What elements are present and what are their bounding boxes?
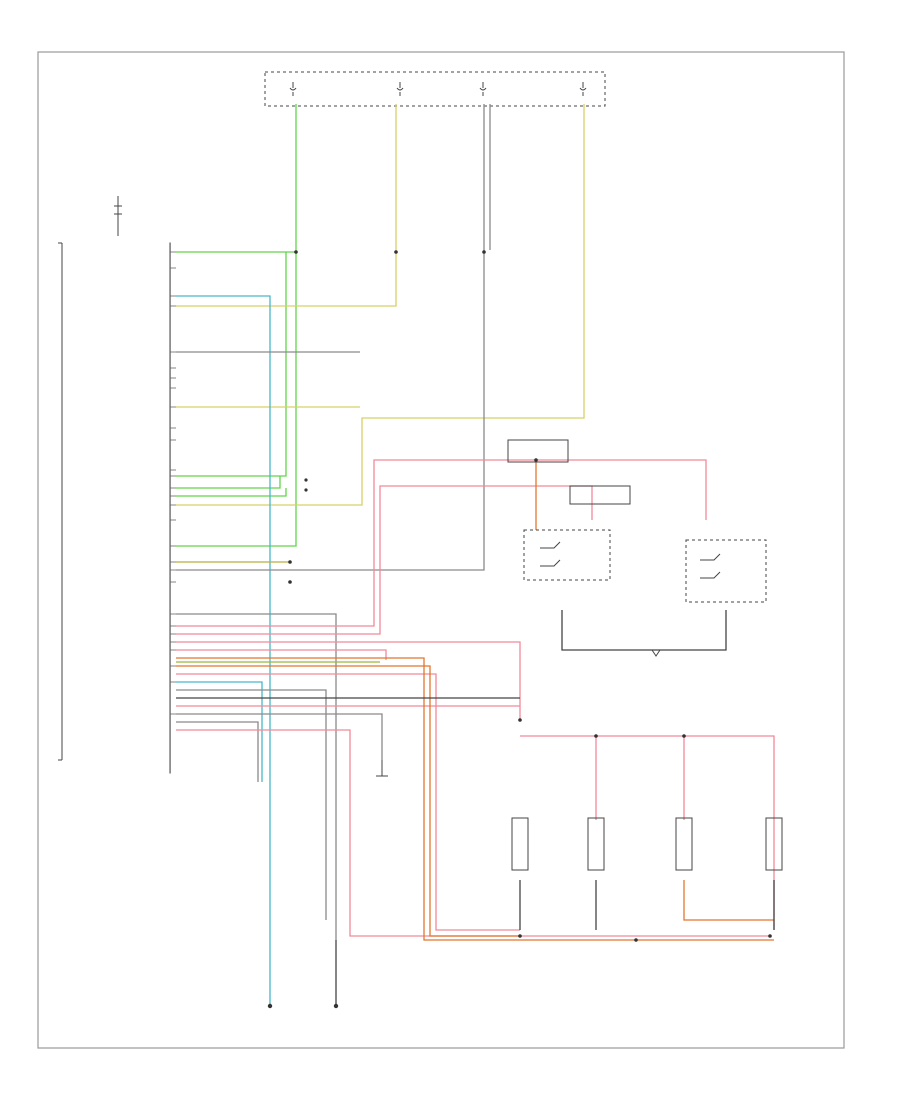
ground-mid-connector	[376, 760, 388, 777]
actuator-2	[587, 817, 605, 871]
wire-black	[176, 610, 775, 930]
fuse-panel	[264, 71, 606, 107]
wire-cyan	[176, 295, 271, 940]
control-module	[58, 242, 171, 774]
actuator-4	[765, 817, 783, 871]
switch-ground-symbol	[651, 649, 661, 657]
junction-nodes	[288, 250, 772, 942]
actuator-1	[511, 817, 529, 871]
ground-left	[267, 940, 273, 1009]
switch-block	[507, 439, 767, 657]
actuator-3	[675, 817, 693, 871]
connector-symbol	[114, 196, 122, 236]
wire-gray	[176, 104, 491, 940]
actuator-block	[511, 817, 783, 871]
wire-pink	[176, 459, 775, 937]
fuse-panel-box	[264, 71, 606, 107]
module-pin-labels	[170, 251, 176, 715]
diagram-frame	[37, 51, 845, 1049]
switch-assembly-label-box	[569, 485, 631, 505]
left-lock-switch[interactable]	[523, 529, 611, 581]
ground-right	[333, 940, 339, 1009]
fuse-1	[289, 82, 297, 96]
wire-yellow	[176, 104, 585, 506]
fuse-2	[396, 82, 404, 96]
wire-olive	[176, 561, 380, 663]
fuse-4	[579, 82, 587, 96]
switch-top-component	[507, 439, 569, 463]
right-lock-switch[interactable]	[685, 539, 767, 603]
wire-green	[176, 104, 297, 547]
fuse-3	[479, 82, 487, 96]
wire-orange	[176, 460, 774, 941]
